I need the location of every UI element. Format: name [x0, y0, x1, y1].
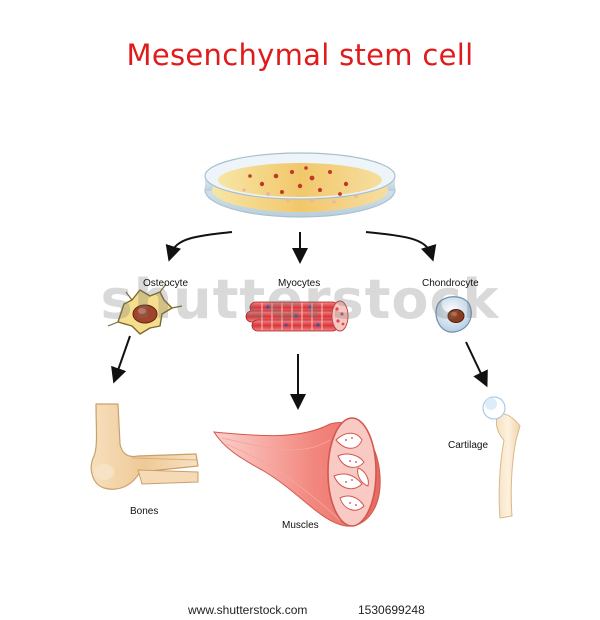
myocytes-icon	[245, 300, 349, 332]
label-chondrocyte: Chondrocyte	[422, 278, 479, 289]
muscles-icon	[213, 417, 381, 527]
osteocyte-icon	[107, 283, 183, 335]
bones-icon	[90, 403, 199, 490]
petri-dish-icon	[204, 152, 396, 218]
diagram-title: Mesenchymal stem cell	[126, 38, 474, 72]
chondrocyte-icon	[435, 296, 472, 333]
watermark-text: shutterstock	[100, 268, 500, 331]
label-cartilage: Cartilage	[448, 440, 489, 451]
footer-image-id: 1530699248	[358, 603, 425, 617]
label-muscles: Muscles	[282, 520, 319, 531]
arrow-to-cartilage	[465, 341, 488, 388]
cartilage-icon	[482, 396, 521, 519]
footer-bar	[0, 590, 600, 620]
arrow-to-chondrocyte	[365, 231, 437, 262]
label-myocytes: Myocytes	[278, 278, 321, 289]
footer-url: www.shutterstock.com	[188, 603, 308, 617]
arrow-to-osteocyte	[165, 231, 233, 262]
arrow-to-bones	[111, 335, 131, 384]
label-osteocyte: Osteocyte	[143, 278, 189, 289]
label-bones: Bones	[130, 506, 159, 517]
